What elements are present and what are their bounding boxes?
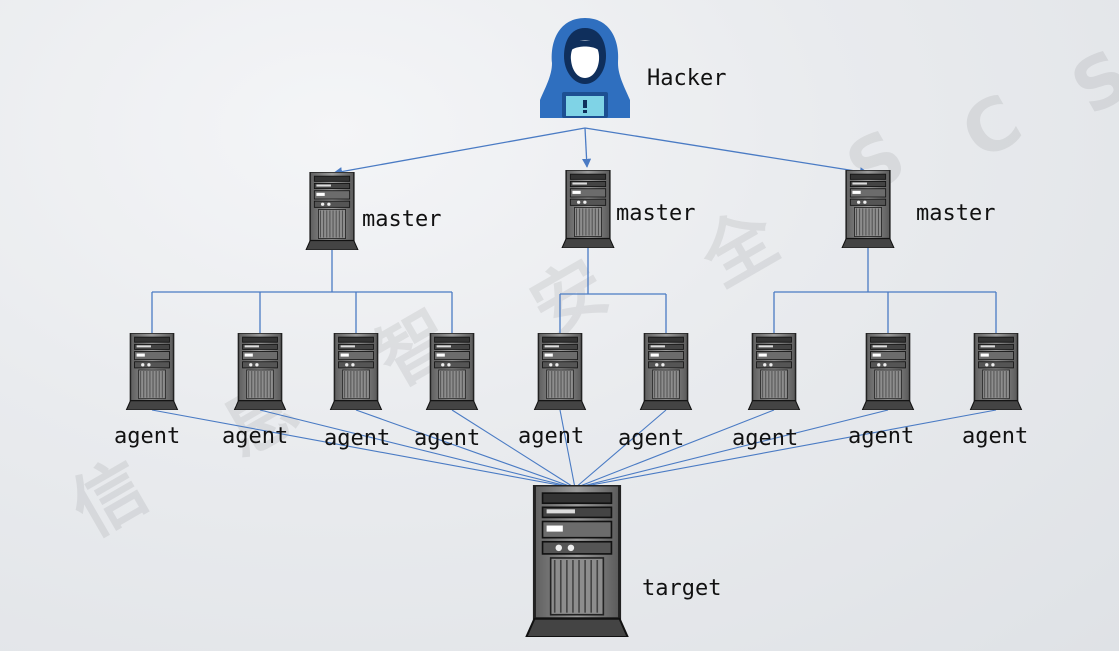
agent-server-icon-1 [125, 333, 179, 410]
master-label-2: master [616, 201, 696, 226]
hacker-label: Hacker [647, 66, 727, 91]
edge-hacker-master-1 [333, 127, 586, 177]
agent-label-1: agent [114, 424, 181, 449]
agent-server-icon-6 [639, 333, 693, 410]
agent-to-target-edges [151, 409, 997, 489]
agent-label-6: agent [618, 426, 685, 451]
master-server-icon-1 [305, 172, 359, 250]
master-server-icon-3 [841, 170, 895, 248]
edge-hacker-master-3 [584, 127, 869, 177]
target-server-icon [524, 485, 630, 637]
agent-server-icon-7 [747, 333, 801, 410]
master-to-agent-edges [151, 248, 997, 333]
agent-server-icon-8 [861, 333, 915, 410]
agent-label-4: agent [414, 426, 481, 451]
agent-server-icon-5 [533, 333, 587, 410]
agent-label-3: agent [324, 426, 391, 451]
master-label-3: master [916, 201, 996, 226]
agent-label-5: agent [518, 424, 585, 449]
master-label-1: master [362, 207, 442, 232]
agent-label-2: agent [222, 424, 289, 449]
agent-server-icon-9 [969, 333, 1023, 410]
agent-label-9: agent [962, 424, 1029, 449]
agent-server-icon-3 [329, 333, 383, 410]
hacker-to-master-edges [333, 127, 869, 177]
agent-server-icon-4 [425, 333, 479, 410]
agent-label-8: agent [848, 424, 915, 449]
master-server-icon-2 [561, 170, 615, 248]
agent-label-7: agent [732, 426, 799, 451]
hooded-hacker-icon [540, 18, 630, 118]
agent-server-icon-2 [233, 333, 287, 410]
target-label: target [642, 576, 722, 601]
edge-hacker-master-2 [582, 127, 592, 168]
